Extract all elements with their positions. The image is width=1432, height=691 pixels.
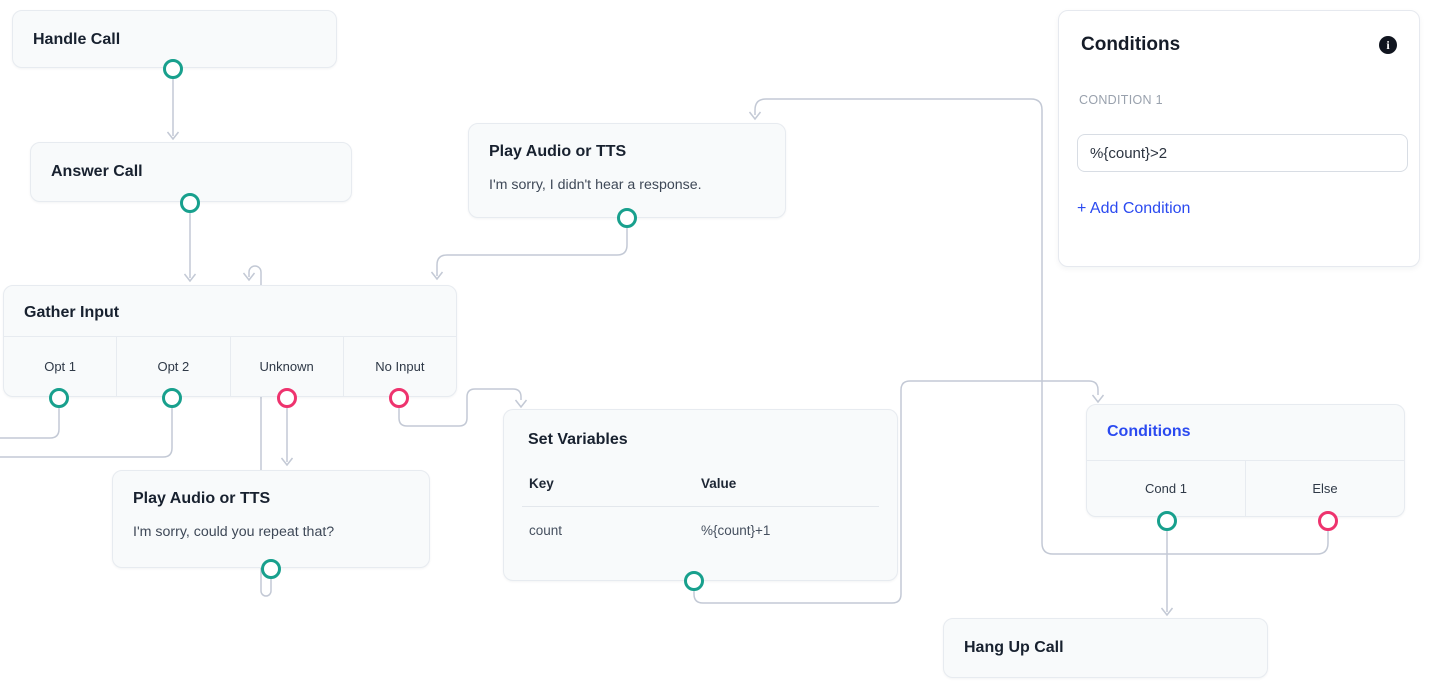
condition-label: CONDITION 1 (1079, 93, 1163, 107)
node-title: Set Variables (528, 431, 628, 448)
arrow-answer-to-gather (183, 273, 197, 283)
node-play-tts-repeat[interactable]: Play Audio or TTS I'm sorry, could you r… (112, 470, 430, 568)
port-handle-call-output[interactable] (162, 58, 183, 79)
branch-opt-2[interactable]: Opt 2 (116, 337, 229, 396)
variable-value: %{count}+1 (701, 523, 771, 538)
edge-opt2-offcanvas (0, 399, 173, 458)
node-handle-call[interactable]: Handle Call (12, 10, 337, 68)
edge-noinput-to-setvariables (398, 388, 522, 427)
arrow-unknown-to-ttsrepeat (280, 457, 294, 467)
port-play-tts-no-response-output[interactable] (616, 207, 637, 228)
branch-unknown[interactable]: Unknown (229, 337, 343, 396)
node-title: Hang Up Call (964, 639, 1064, 656)
arrow-else-to-ttsnoresponse (748, 111, 762, 121)
node-play-tts-no-response[interactable]: Play Audio or TTS I'm sorry, I didn't he… (468, 123, 786, 218)
column-key: Key (529, 476, 554, 491)
branch-row: Opt 1 Opt 2 Unknown No Input (4, 336, 456, 396)
edge-opt1-offcanvas (0, 399, 60, 439)
port-answer-call-output[interactable] (179, 192, 200, 213)
port-gather-unknown[interactable] (276, 387, 297, 408)
edge-else-to-ttsnoresponse (754, 98, 1329, 555)
conditions-inspector-panel: Conditions i CONDITION 1 + Add Condition (1058, 10, 1420, 267)
variables-table-header: Key Value (504, 476, 897, 491)
edge-setvariables-to-conditions (693, 380, 1099, 604)
node-body-text: I'm sorry, I didn't hear a response. (489, 177, 702, 193)
node-title: Handle Call (33, 31, 121, 48)
node-conditions[interactable]: Conditions Cond 1 Else (1086, 404, 1405, 517)
port-conditions-else[interactable] (1317, 510, 1338, 531)
node-title: Play Audio or TTS (489, 143, 627, 160)
arrow-ttsnoresponse-to-gather (430, 271, 444, 281)
port-gather-opt-2[interactable] (161, 387, 182, 408)
node-title: Gather Input (24, 304, 120, 321)
variable-key: count (529, 523, 563, 538)
branch-row: Cond 1 Else (1087, 460, 1404, 516)
node-title: Answer Call (51, 163, 143, 180)
info-icon[interactable]: i (1379, 36, 1397, 54)
port-set-variables-output[interactable] (683, 570, 704, 591)
add-condition-link[interactable]: + Add Condition (1077, 200, 1191, 217)
port-conditions-cond-1[interactable] (1156, 510, 1177, 531)
node-gather-input[interactable]: Gather Input Opt 1 Opt 2 Unknown No Inpu… (3, 285, 457, 397)
column-value: Value (701, 476, 737, 491)
arrow-ttsrepeat-loopback (242, 272, 256, 282)
arrow-setvariables-to-conditions (1091, 394, 1105, 404)
node-body-text: I'm sorry, could you repeat that? (133, 524, 335, 540)
table-divider (522, 506, 879, 507)
port-gather-opt-1[interactable] (48, 387, 69, 408)
port-gather-no-input[interactable] (388, 387, 409, 408)
branch-cond-1[interactable]: Cond 1 (1145, 481, 1187, 496)
node-hang-up-call[interactable]: Hang Up Call (943, 618, 1268, 678)
node-title: Conditions (1107, 423, 1191, 440)
condition-expression-input[interactable] (1077, 134, 1408, 172)
node-answer-call[interactable]: Answer Call (30, 142, 352, 202)
panel-title: Conditions (1081, 34, 1181, 55)
branch-no-input[interactable]: No Input (342, 337, 456, 396)
variables-table-row: count %{count}+1 (504, 523, 897, 538)
arrow-cond1-to-hangup (1160, 607, 1174, 617)
arrow-noinput-to-setvariables (514, 399, 528, 409)
branch-opt-1[interactable]: Opt 1 (44, 359, 77, 374)
arrow-handle-to-answer (166, 131, 180, 141)
edge-ttsnoresponse-to-gather (436, 219, 628, 276)
node-title: Play Audio or TTS (133, 490, 271, 507)
edge-ttsrepeat-loopback-to-gather (248, 265, 272, 597)
branch-else[interactable]: Else (1245, 461, 1404, 516)
node-set-variables[interactable]: Set Variables Key Value count %{count}+1 (503, 409, 898, 581)
port-play-tts-repeat-output[interactable] (260, 558, 281, 579)
